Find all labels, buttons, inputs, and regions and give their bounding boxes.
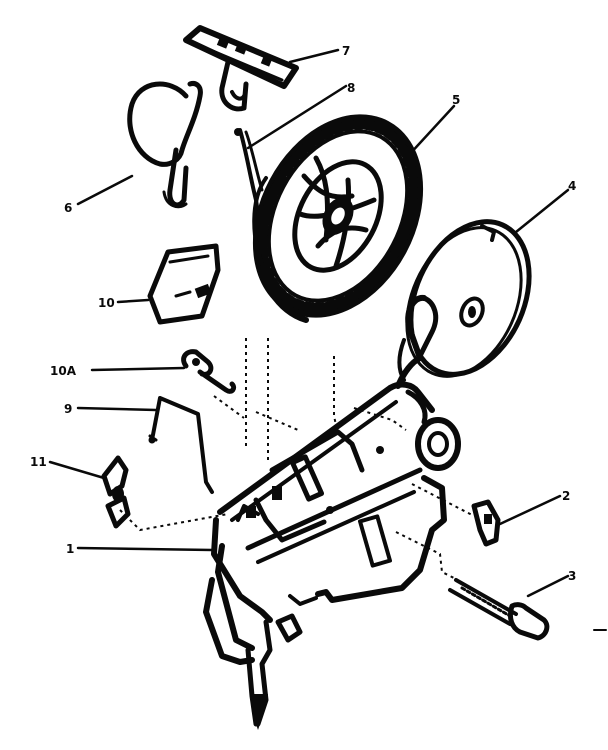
part-11-wing-nut [101, 455, 131, 529]
callout-10a: 10A [50, 364, 77, 378]
callout-5: 5 [452, 93, 460, 107]
part-9-wire-rod [148, 396, 214, 494]
assembly-guide-lines [119, 338, 475, 581]
leader-lines [48, 48, 607, 631]
part-4-cover-disc [405, 219, 532, 378]
part-6-spring-loop [127, 81, 203, 209]
part-5-pulley [252, 114, 424, 323]
callout-4: 4 [568, 179, 576, 193]
callout-8: 8 [347, 81, 355, 95]
callout-9: 9 [64, 402, 72, 416]
callout-6: 6 [64, 201, 72, 215]
callout-3: 3 [568, 569, 576, 583]
callout-labels: 7 8 5 6 4 10 10A 9 11 1 2 3 [30, 44, 576, 583]
callout-2: 2 [562, 489, 570, 503]
part-2-small-clip [471, 499, 501, 547]
part-1-housing [203, 294, 461, 730]
part-10-plate [147, 243, 221, 325]
part-7-clip [183, 25, 299, 136]
callout-11: 11 [30, 455, 47, 469]
part-3-bolt [448, 578, 550, 641]
part-10a-link [181, 349, 237, 394]
callout-1: 1 [66, 542, 74, 556]
callout-7: 7 [342, 44, 350, 58]
callout-10: 10 [98, 296, 115, 310]
